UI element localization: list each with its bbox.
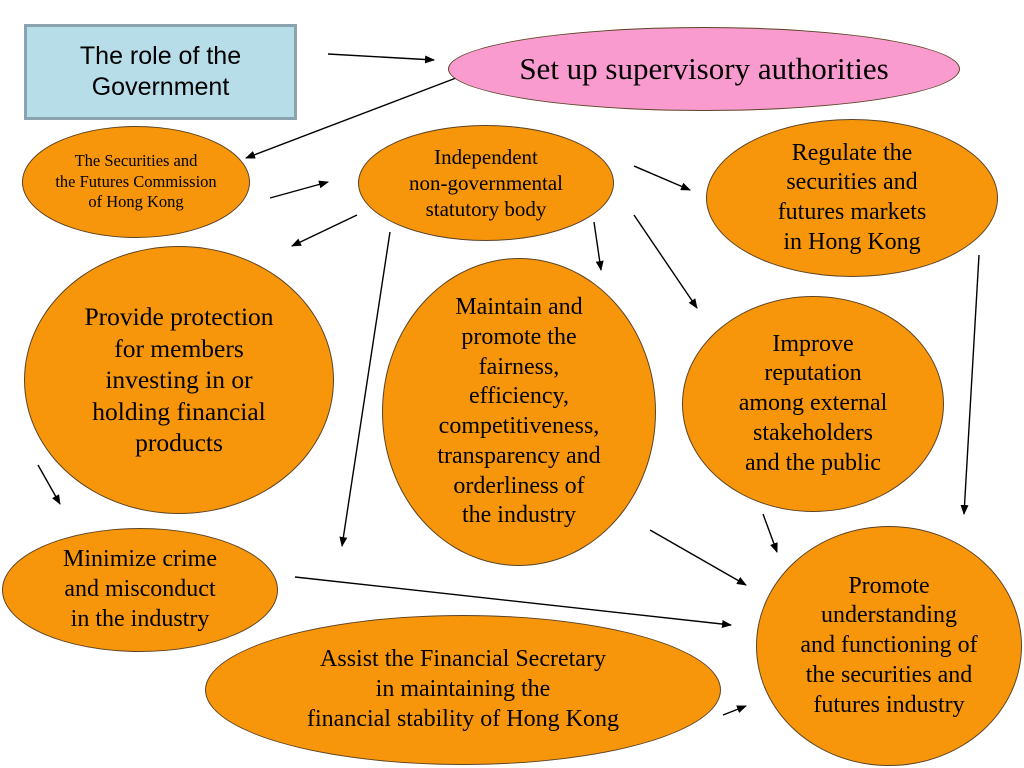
arrow-reputation-to-promote bbox=[762, 513, 778, 553]
node-improve-reputation: Improve reputation among external stakeh… bbox=[682, 296, 944, 512]
government-role-label: The role of the Government bbox=[79, 41, 242, 101]
government-role-box: The role of the Government bbox=[24, 24, 297, 120]
arrow-independent-to-protection bbox=[291, 214, 358, 247]
node-minimize-crime: Minimize crime and misconduct in the ind… bbox=[2, 528, 278, 652]
node-set-up-label: Set up supervisory authorities bbox=[519, 50, 889, 86]
node-regulate-markets: Regulate the securities and futures mark… bbox=[706, 119, 998, 277]
node-reputation-label: Improve reputation among external stakeh… bbox=[738, 330, 888, 476]
node-provide-protection: Provide protection for members investing… bbox=[24, 246, 334, 514]
arrow-independent-to-crime bbox=[339, 231, 391, 547]
arrow-setup-to-sfc bbox=[245, 77, 457, 159]
node-protection-label: Provide protection for members investing… bbox=[84, 301, 274, 458]
node-promote-label: Promote understanding and functioning of… bbox=[800, 572, 978, 718]
node-promote-understanding: Promote understanding and functioning of… bbox=[756, 526, 1022, 766]
arrow-fairness-to-promote bbox=[649, 529, 747, 586]
node-independent-label: Independent non-governmental statutory b… bbox=[409, 144, 563, 222]
arrow-crime-to-promote bbox=[294, 576, 732, 628]
arrow-independent-to-reputation bbox=[633, 214, 698, 309]
node-sfc-label: The Securities and the Futures Commissio… bbox=[55, 151, 217, 212]
node-assist-label: Assist the Financial Secretary in mainta… bbox=[307, 646, 619, 732]
node-sfc: The Securities and the Futures Commissio… bbox=[22, 126, 250, 238]
arrow-regulate-to-promote bbox=[960, 254, 980, 515]
node-regulate-label: Regulate the securities and futures mark… bbox=[777, 139, 927, 255]
node-crime-label: Minimize crime and misconduct in the ind… bbox=[63, 546, 217, 632]
arrow-independent-to-fairness bbox=[593, 221, 604, 271]
node-set-up-supervisory-authorities: Set up supervisory authorities bbox=[448, 27, 960, 111]
arrow-assist-to-promote bbox=[722, 705, 747, 716]
arrow-sfc-to-independent bbox=[269, 180, 329, 199]
node-independent-body: Independent non-governmental statutory b… bbox=[358, 125, 614, 241]
node-assist-financial-secretary: Assist the Financial Secretary in mainta… bbox=[205, 615, 721, 765]
node-fairness-label: Maintain and promote the fairness, effic… bbox=[437, 294, 601, 529]
arrow-independent-to-regulate bbox=[633, 165, 691, 191]
arrow-role-to-setup bbox=[327, 53, 435, 64]
node-maintain-fairness: Maintain and promote the fairness, effic… bbox=[382, 258, 656, 566]
arrow-protection-to-crime bbox=[37, 464, 61, 505]
